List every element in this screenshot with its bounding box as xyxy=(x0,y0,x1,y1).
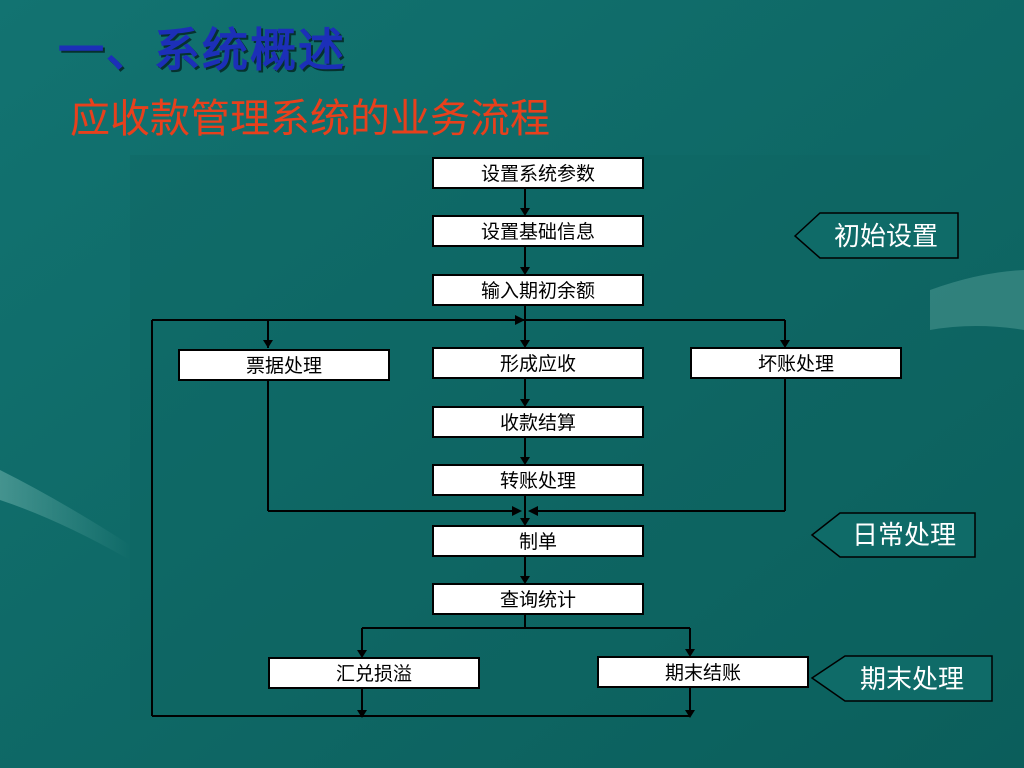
step-bills: 票据处理 xyxy=(178,349,390,381)
step-query: 查询统计 xyxy=(432,583,644,615)
page-subtitle: 应收款管理系统的业务流程 xyxy=(70,96,550,142)
page-title: 一、系统概述 xyxy=(58,23,346,77)
phase-label: 初始设置 xyxy=(834,222,938,252)
step-settlement: 收款结算 xyxy=(432,406,644,438)
step-transfer: 转账处理 xyxy=(432,464,644,496)
step-bad-debt: 坏账处理 xyxy=(690,347,902,379)
step-label: 形成应收 xyxy=(500,353,576,375)
step-exchange: 汇兑损溢 xyxy=(268,657,480,689)
step-set-params: 设置系统参数 xyxy=(432,157,644,189)
connectors xyxy=(151,188,786,717)
step-label: 设置基础信息 xyxy=(481,221,595,243)
step-label: 坏账处理 xyxy=(758,353,834,375)
step-set-basic-info: 设置基础信息 xyxy=(432,215,644,247)
step-label: 收款结算 xyxy=(500,412,576,434)
step-voucher: 制单 xyxy=(432,525,644,557)
step-label: 汇兑损溢 xyxy=(336,663,412,685)
step-input-opening-balance: 输入期初余额 xyxy=(432,274,644,306)
step-label: 票据处理 xyxy=(246,355,322,377)
step-label: 期末结账 xyxy=(665,662,741,684)
phase-label: 期末处理 xyxy=(860,665,964,695)
phase-tag-daily: 日常处理 xyxy=(810,512,976,558)
step-label: 查询统计 xyxy=(500,589,576,611)
step-label: 转账处理 xyxy=(500,470,576,492)
step-period-close: 期末结账 xyxy=(597,656,809,688)
phase-label: 日常处理 xyxy=(852,521,956,551)
phase-tag-period-end: 期末处理 xyxy=(810,655,993,702)
step-label: 设置系统参数 xyxy=(481,163,595,185)
phase-tag-initial: 初始设置 xyxy=(793,212,959,259)
step-receivable: 形成应收 xyxy=(432,347,644,379)
arrowheads xyxy=(263,208,790,718)
step-label: 制单 xyxy=(519,531,557,553)
step-label: 输入期初余额 xyxy=(481,280,595,302)
